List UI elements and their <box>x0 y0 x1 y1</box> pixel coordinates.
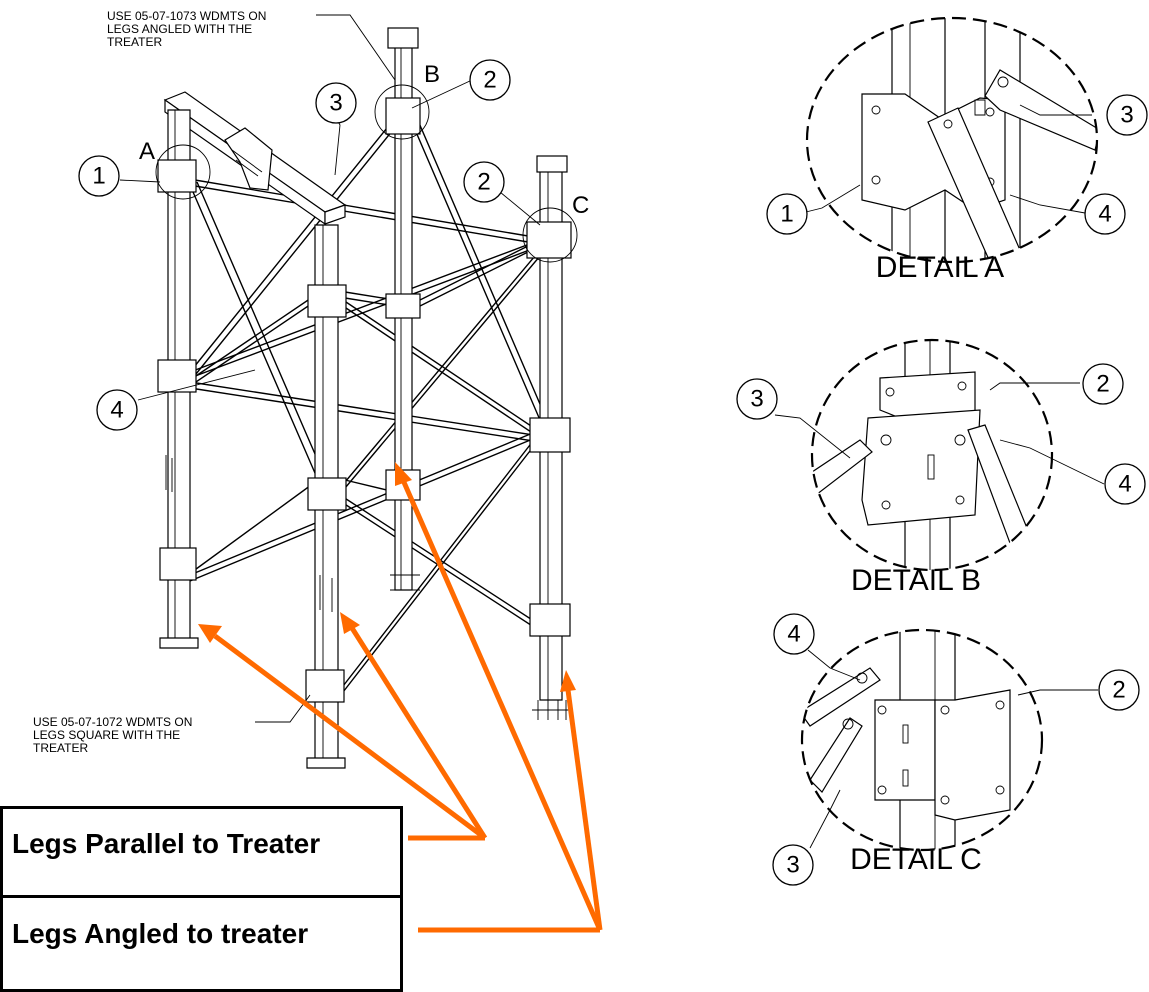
arrow-to-front-leg <box>349 626 488 840</box>
svg-text:3: 3 <box>1120 102 1133 129</box>
svg-text:LEGS ANGLED WITH THE: LEGS ANGLED WITH THE <box>107 22 252 36</box>
svg-text:TREATER: TREATER <box>33 741 88 755</box>
detail-a-title: DETAIL A <box>876 251 1004 284</box>
arrow-head-leg-a <box>198 624 222 643</box>
balloon-detail-a-4: 4 <box>1084 193 1126 235</box>
treater-beam <box>163 91 347 226</box>
balloon-main-3: 3 <box>315 82 357 124</box>
svg-text:2: 2 <box>1096 371 1109 398</box>
svg-text:4: 4 <box>1118 471 1131 498</box>
detail-a-marker <box>155 144 211 200</box>
svg-text:3: 3 <box>750 386 763 413</box>
legend-box-angled: Legs Angled to treater <box>0 895 403 992</box>
arrow-to-leg-a <box>213 633 487 841</box>
svg-text:4: 4 <box>787 621 800 648</box>
detail-c-marker <box>522 207 578 263</box>
svg-text:USE 05-07-1072 WDMTS ON: USE 05-07-1072 WDMTS ON <box>33 715 192 729</box>
detail-c-letter: C <box>572 192 589 219</box>
svg-text:3: 3 <box>786 852 799 879</box>
balloon-main-2-c: 2 <box>463 161 505 203</box>
detail-a: 3 1 4 DETAIL A <box>766 16 1148 284</box>
svg-text:1: 1 <box>92 163 105 190</box>
balloon-main-4: 4 <box>96 389 138 431</box>
balloon-detail-b-3: 3 <box>736 378 778 420</box>
note-top: USE 05-07-1073 WDMTS ON LEGS ANGLED WITH… <box>107 9 266 49</box>
leg-a <box>157 109 199 649</box>
detail-c: 4 2 3 DETAIL C <box>772 613 1140 886</box>
detail-b-letter: B <box>424 61 440 88</box>
leg-front <box>305 224 347 769</box>
leg-c <box>526 155 572 720</box>
arrow-head-leg-c <box>560 670 576 692</box>
balloon-detail-b-2: 2 <box>1082 363 1124 405</box>
detail-b-title: DETAIL B <box>851 564 981 597</box>
balloon-detail-a-3: 3 <box>1106 94 1148 136</box>
balloon-main-2-b: 2 <box>469 59 511 101</box>
balloon-main-1: 1 <box>78 155 120 197</box>
main-stand-view: A B C 1 2 3 2 4 <box>33 9 589 769</box>
arrow-head-leg-b <box>395 462 412 486</box>
svg-text:1: 1 <box>780 201 793 228</box>
svg-text:4: 4 <box>1098 201 1111 228</box>
cross-braces <box>189 115 547 697</box>
arrow-to-leg-b <box>400 478 603 932</box>
leg-b <box>385 27 421 591</box>
orange-arrows <box>198 462 603 933</box>
balloon-detail-b-4: 4 <box>1104 463 1146 505</box>
detail-b-marker <box>374 84 430 140</box>
balloon-detail-c-4: 4 <box>773 613 815 655</box>
svg-text:2: 2 <box>483 67 496 94</box>
legend-label-angled: Legs Angled to treater <box>12 918 309 949</box>
svg-text:USE 05-07-1073 WDMTS ON: USE 05-07-1073 WDMTS ON <box>107 9 266 23</box>
note-bottom: USE 05-07-1072 WDMTS ON LEGS SQUARE WITH… <box>33 715 192 755</box>
legend-box-parallel: Legs Parallel to Treater <box>0 806 403 898</box>
detail-c-title: DETAIL C <box>850 843 982 876</box>
svg-text:TREATER: TREATER <box>107 35 162 49</box>
detail-b: 2 3 4 DETAIL B <box>736 338 1146 597</box>
svg-text:4: 4 <box>110 397 123 424</box>
legend-label-parallel: Legs Parallel to Treater <box>12 828 321 859</box>
balloon-detail-c-3: 3 <box>772 844 814 886</box>
arrow-to-leg-c <box>565 689 603 931</box>
svg-text:2: 2 <box>1112 677 1125 704</box>
balloon-detail-a-1: 1 <box>766 193 808 235</box>
svg-text:LEGS SQUARE WITH THE: LEGS SQUARE WITH THE <box>33 728 180 742</box>
detail-a-letter: A <box>139 138 155 165</box>
arrow-head-front-leg <box>340 612 360 634</box>
balloon-detail-c-2: 2 <box>1098 669 1140 711</box>
svg-text:2: 2 <box>477 169 490 196</box>
svg-text:3: 3 <box>329 90 342 117</box>
